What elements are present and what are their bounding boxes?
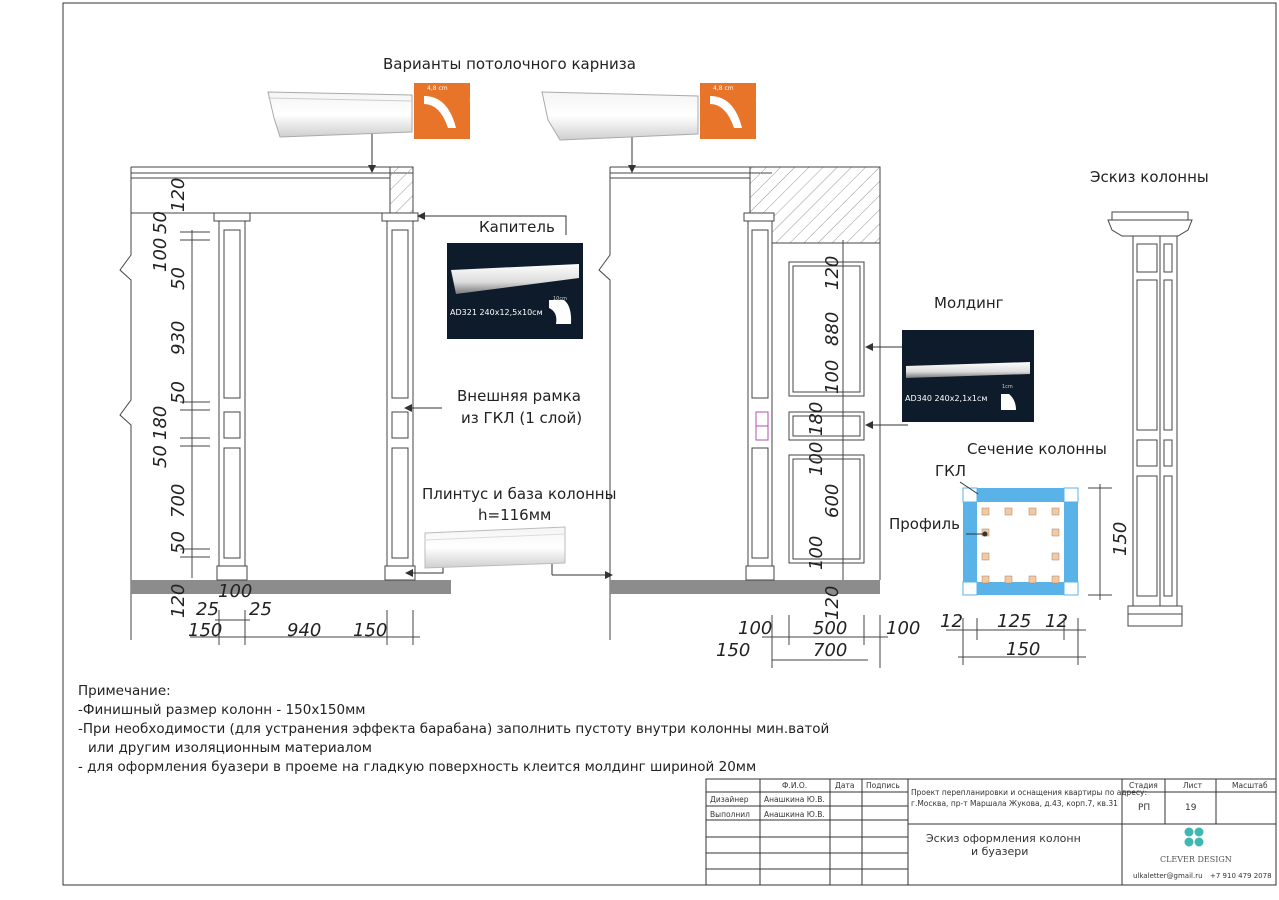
stamp-sheet-head: Лист xyxy=(1183,781,1203,790)
middle-elevation xyxy=(551,122,908,668)
cornice1-width: 4,8 cm xyxy=(427,85,448,92)
stamp-name-1: Анашкина Ю.В. xyxy=(764,810,825,819)
dim-left-h-bot-0: 150 xyxy=(188,620,223,641)
dim-left-v-9: 50 xyxy=(168,531,189,554)
capital-width: 10cm xyxy=(553,296,567,302)
capital-title: Капитель xyxy=(479,218,555,236)
outer-frame-label-2: из ГКЛ (1 слой) xyxy=(461,409,583,427)
sheet-frame xyxy=(62,2,1277,886)
cornice2-width: 4,8 cm xyxy=(713,85,734,92)
dim-left-v-8: 700 xyxy=(168,483,189,518)
dim-mid-h-bot-0: 150 xyxy=(716,640,751,661)
note-line: - для оформления буазери в проеме на гла… xyxy=(78,759,757,775)
cornice2-height: 6,8 cm xyxy=(753,95,761,116)
left-elevation xyxy=(119,122,567,645)
cornice1-height: 5,8 cm xyxy=(467,95,475,116)
stamp-stage: РП xyxy=(1138,803,1151,813)
dim-left-h-bot-1: 940 xyxy=(287,620,322,641)
stamp-project-1: Проект перепланировки и оснащения кварти… xyxy=(911,788,1147,797)
dim-left-v-1: 50 xyxy=(150,211,171,234)
dim-left-h-top-0: 100 xyxy=(218,581,253,602)
molding-code: AD340 240x2,1x1см xyxy=(905,394,988,403)
stamp-stage-head: Стадия xyxy=(1129,781,1158,790)
cornice-image-1 xyxy=(267,83,470,139)
cornice-variants-title: Варианты потолочного карниза xyxy=(383,55,636,73)
column-sketch xyxy=(1107,211,1193,627)
plinth-label-1: Плинтус и база колонны xyxy=(422,485,617,503)
stamp-sheet-title-2: и буазери xyxy=(971,845,1029,858)
dim-left-h-top-2: 25 xyxy=(249,599,272,620)
stamp-sheet-title-1: Эскиз оформления колонн xyxy=(926,832,1081,845)
column-sketch-title: Эскиз колонны xyxy=(1090,168,1209,186)
company-phone: +7 910 479 2078 xyxy=(1210,872,1272,880)
note-line: -Финишный размер колонн - 150х150мм xyxy=(78,702,366,718)
dim-section-side: 150 xyxy=(1110,521,1131,556)
dim-left-h-top-1: 25 xyxy=(196,599,219,620)
company-email: ulkaletter@gmail.ru xyxy=(1133,872,1203,880)
plinth-label-2: h=116мм xyxy=(478,506,552,524)
outer-frame-label-1: Внешняя рамка xyxy=(457,387,581,405)
capital-code: AD321 240x12,5x10см xyxy=(450,308,543,317)
gkl-label: ГКЛ xyxy=(935,462,967,480)
dim-mid-v-0: 120 xyxy=(822,255,843,290)
capital-photo xyxy=(447,243,583,339)
stamp-sheet-number: 19 xyxy=(1185,803,1197,813)
dim-mid-v-3: 180 xyxy=(806,401,827,436)
stamp-role-0: Дизайнер xyxy=(710,795,749,804)
molding-photo xyxy=(902,330,1034,422)
dim-mid-v-7: 120 xyxy=(822,585,843,620)
dim-left-v-4: 930 xyxy=(168,320,189,355)
dim-mid-h-top-1: 500 xyxy=(813,618,848,639)
profile-label: Профиль xyxy=(889,515,960,533)
dim-mid-v-4: 100 xyxy=(806,441,827,476)
stamp-project-2: г.Москва, пр-т Маршала Жукова, д.43, кор… xyxy=(911,799,1118,808)
stamp-scale-head: Масштаб xyxy=(1232,781,1268,790)
dim-section-bottom: 150 xyxy=(1006,639,1041,660)
dim-section-top-0: 12 xyxy=(940,611,963,632)
dim-mid-h-top-0: 100 xyxy=(738,618,773,639)
dim-left-v-6: 180 xyxy=(150,405,171,440)
note-line: или другим изоляционным материалом xyxy=(88,740,372,756)
dim-mid-v-6: 100 xyxy=(806,535,827,570)
stamp-head-name: Ф.И.О. xyxy=(782,781,808,790)
dim-left-h-bot-2: 150 xyxy=(353,620,388,641)
dim-mid-v-2: 100 xyxy=(822,359,843,394)
clover-logo-icon xyxy=(1184,827,1204,847)
column-section xyxy=(946,481,1112,665)
dim-section-top-2: 12 xyxy=(1045,611,1068,632)
stamp-role-1: Выполнил xyxy=(710,810,750,819)
plinth-photo xyxy=(424,526,566,569)
column-section-title: Сечение колонны xyxy=(967,440,1107,458)
stamp-name-0: Анашкина Ю.В. xyxy=(764,795,825,804)
molding-title: Молдинг xyxy=(934,294,1004,312)
dim-left-v-7: 50 xyxy=(150,445,171,468)
dim-section-top-1: 125 xyxy=(997,611,1032,632)
company-name: CLEVER DESIGN xyxy=(1160,855,1232,864)
dim-left-v-10: 120 xyxy=(168,583,189,618)
cornice-image-2 xyxy=(541,83,756,141)
dim-left-v-5: 50 xyxy=(168,381,189,404)
stamp-head-sign: Подпись xyxy=(866,781,900,790)
dim-mid-v-1: 880 xyxy=(822,311,843,346)
dim-mid-h-top-2: 100 xyxy=(886,618,921,639)
dim-left-v-3: 50 xyxy=(168,267,189,290)
note-line: -При необходимости (для устранения эффек… xyxy=(78,721,830,737)
molding-width: 1cm xyxy=(1002,384,1013,390)
dim-mid-v-5: 600 xyxy=(822,483,843,518)
stamp-head-date: Дата xyxy=(835,781,855,790)
dim-mid-h-bot-1: 700 xyxy=(813,640,848,661)
title-block xyxy=(705,778,1277,886)
note-line: Примечание: xyxy=(78,683,171,699)
dim-left-v-0: 120 xyxy=(168,177,189,212)
notes-block: Примечание: -Финишный размер колонн - 15… xyxy=(78,682,829,777)
